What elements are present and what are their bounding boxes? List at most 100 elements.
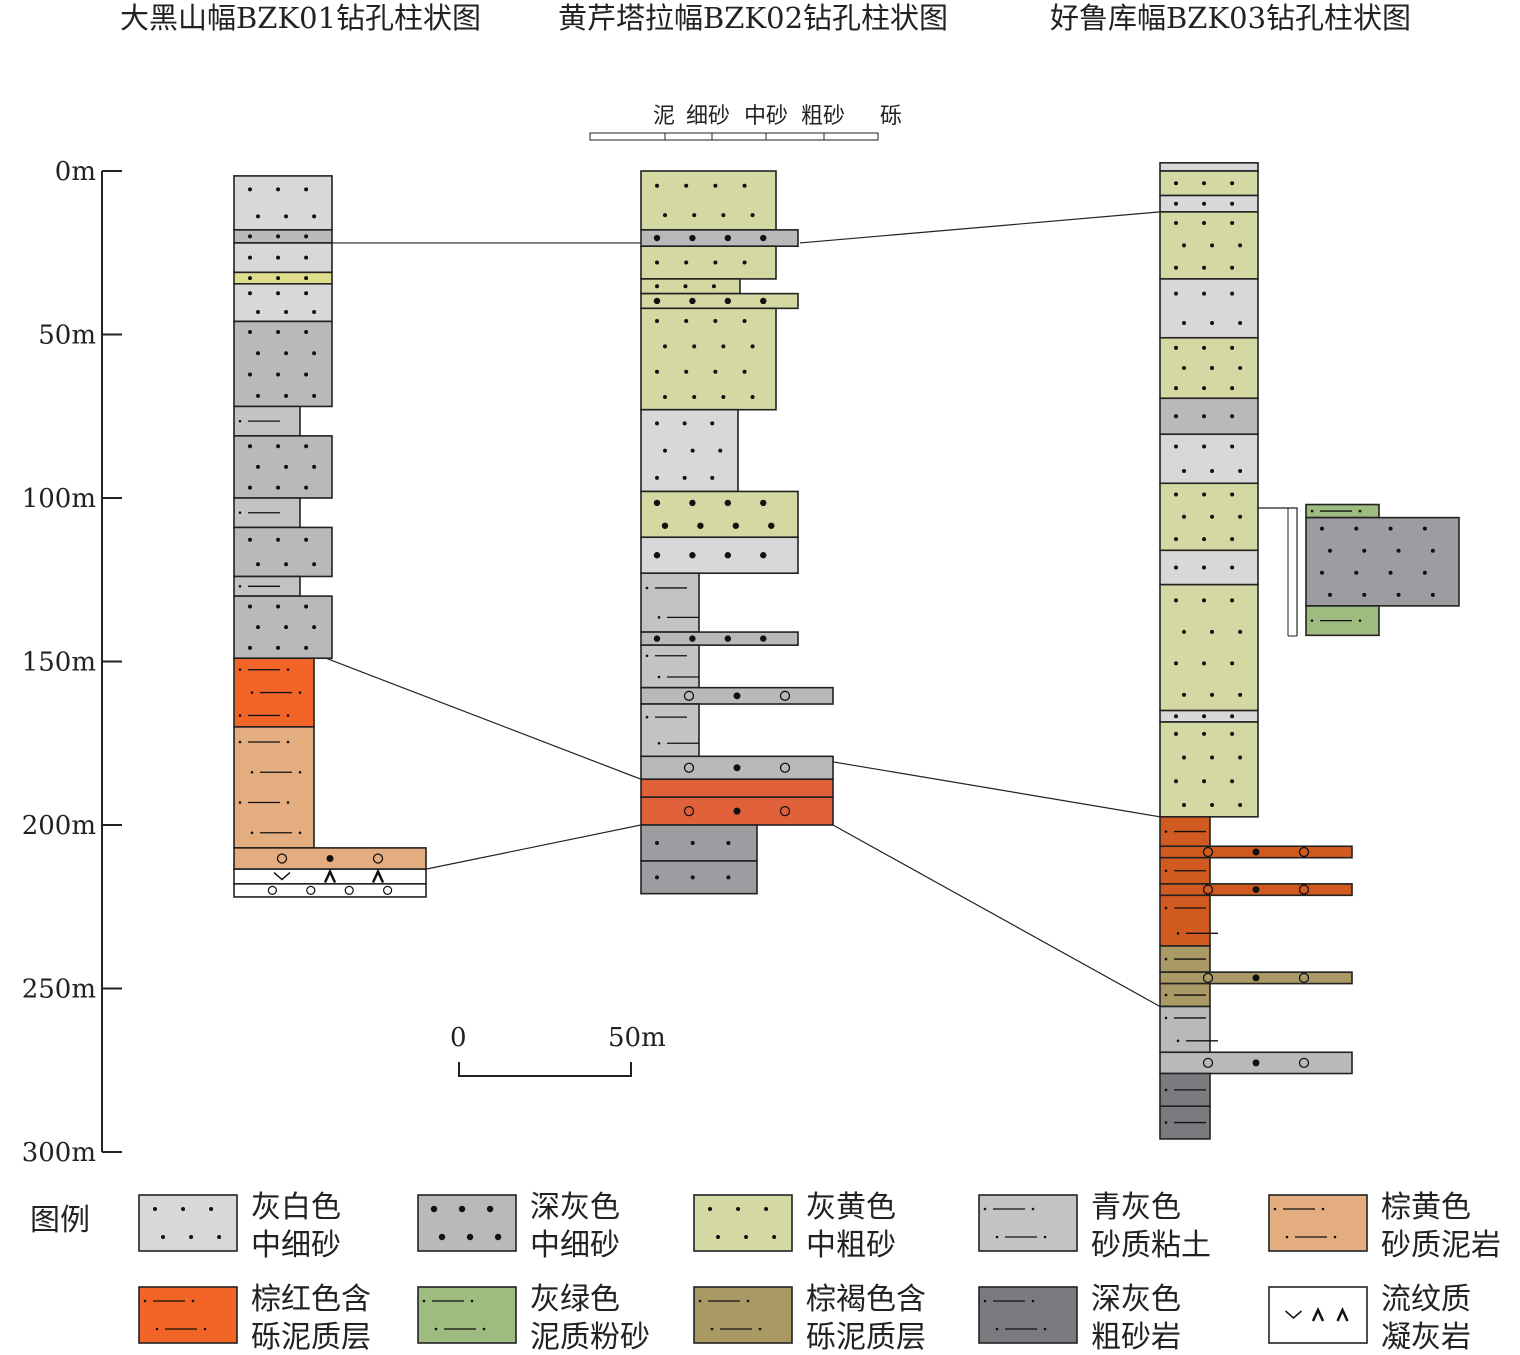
grain-dot xyxy=(276,234,281,239)
grain-dot xyxy=(684,369,689,374)
dash-dot xyxy=(983,1207,987,1211)
grain-dot xyxy=(1202,537,1207,542)
grain-dot xyxy=(697,522,704,529)
inset-layer-dg2 xyxy=(1305,516,1460,607)
dash-dot xyxy=(238,668,242,671)
layer-gw xyxy=(233,283,333,323)
grain-dot xyxy=(276,485,281,490)
grain-dot xyxy=(1210,366,1215,371)
grain-dot xyxy=(1202,444,1207,449)
dash-dot xyxy=(645,715,649,719)
layer-bb xyxy=(1159,971,1353,985)
dash-dot xyxy=(995,1235,999,1239)
legend-label: 泥质粉砂 xyxy=(530,1320,650,1355)
grain-dot xyxy=(716,1235,720,1239)
dash-dot xyxy=(238,419,242,423)
grain-dot xyxy=(304,645,309,650)
grain-dot xyxy=(1328,548,1332,553)
layer-dc xyxy=(1159,1105,1211,1140)
grain-dot xyxy=(276,255,281,260)
grain-dot xyxy=(1174,714,1178,719)
grain-dot xyxy=(742,319,747,324)
grain-dot xyxy=(256,464,260,469)
grain-dot xyxy=(1354,570,1359,575)
pebble-dot xyxy=(733,764,741,772)
grain-dot xyxy=(248,485,252,490)
scale-bar-line xyxy=(458,1062,632,1077)
grain-dot xyxy=(742,260,747,265)
grain-dot xyxy=(684,183,689,188)
grain-dot xyxy=(1388,570,1393,575)
dash-dot xyxy=(298,831,302,835)
grain-dot xyxy=(312,562,317,567)
layer-rect xyxy=(1159,721,1259,818)
dash-dot xyxy=(286,668,290,671)
layer-rect xyxy=(233,283,333,323)
dash-dot xyxy=(298,770,302,774)
scale-label-zero: 0 xyxy=(450,1023,467,1053)
grain-dot xyxy=(708,1207,712,1211)
borehole-bzk03-column xyxy=(1159,162,1353,1140)
grain-dot xyxy=(663,395,667,400)
grain-dot xyxy=(1174,598,1178,603)
grain-dot xyxy=(1238,321,1243,326)
layer-gw xyxy=(640,536,799,575)
grain-dot xyxy=(438,1233,446,1241)
dash-dot xyxy=(758,1327,762,1331)
dash-dot xyxy=(286,714,290,717)
legend-label: 深灰色 xyxy=(1091,1282,1181,1317)
grain-dot xyxy=(1230,661,1235,666)
grain-dot xyxy=(1202,221,1207,226)
grain-dot xyxy=(276,276,281,281)
grain-dot xyxy=(1174,731,1178,736)
grain-dot xyxy=(1210,514,1215,519)
pebble-ring xyxy=(1202,972,1214,984)
grain-dot xyxy=(1230,414,1235,419)
depth-tick-label: 100m xyxy=(22,484,96,514)
layer-rect xyxy=(640,860,758,895)
grain-dot xyxy=(1210,629,1215,634)
layer-rect xyxy=(233,883,427,898)
grain-dot xyxy=(690,875,695,880)
legend: 图例 灰白色中细砂深灰色中细砂灰黄色中粗砂青灰色砂质粘土棕黄色砂质泥岩棕红色含砾… xyxy=(30,1190,1501,1355)
grain-dot xyxy=(1202,181,1207,186)
grain-dot xyxy=(689,552,696,559)
layer-rect xyxy=(640,778,834,799)
grain-dot xyxy=(764,1207,769,1211)
grain-label-coarse: 粗砂 xyxy=(801,104,845,129)
grain-dot xyxy=(304,187,309,192)
grain-dot xyxy=(248,291,252,296)
layer-rect xyxy=(640,170,777,231)
layer-rect xyxy=(640,490,799,539)
grain-dot xyxy=(312,310,317,315)
grain-dot xyxy=(248,276,252,281)
grain-dot xyxy=(486,1205,494,1213)
tuff-ring xyxy=(344,885,354,896)
grain-dot xyxy=(1238,755,1243,760)
grain-dot xyxy=(1202,731,1207,736)
grain-dot xyxy=(653,297,661,305)
legend-swatch xyxy=(1268,1194,1368,1252)
legend-swatch xyxy=(1268,1286,1368,1344)
grain-dot xyxy=(690,840,695,845)
dash-dot xyxy=(1164,993,1168,997)
layer-gy xyxy=(640,307,777,411)
dash-dot xyxy=(482,1327,486,1331)
grain-dot xyxy=(724,552,732,559)
dash-dot xyxy=(286,740,290,744)
tuff-ring xyxy=(306,885,316,896)
layer-dg xyxy=(1159,397,1259,436)
dash-dot xyxy=(238,584,242,588)
grain-dot xyxy=(284,393,289,398)
grain-dot xyxy=(1210,692,1215,697)
layer-rect xyxy=(640,631,799,646)
grain-dot xyxy=(256,562,260,567)
grain-dot xyxy=(655,319,659,324)
grain-dot xyxy=(248,234,252,239)
depth-tick-label: 200m xyxy=(22,811,96,841)
